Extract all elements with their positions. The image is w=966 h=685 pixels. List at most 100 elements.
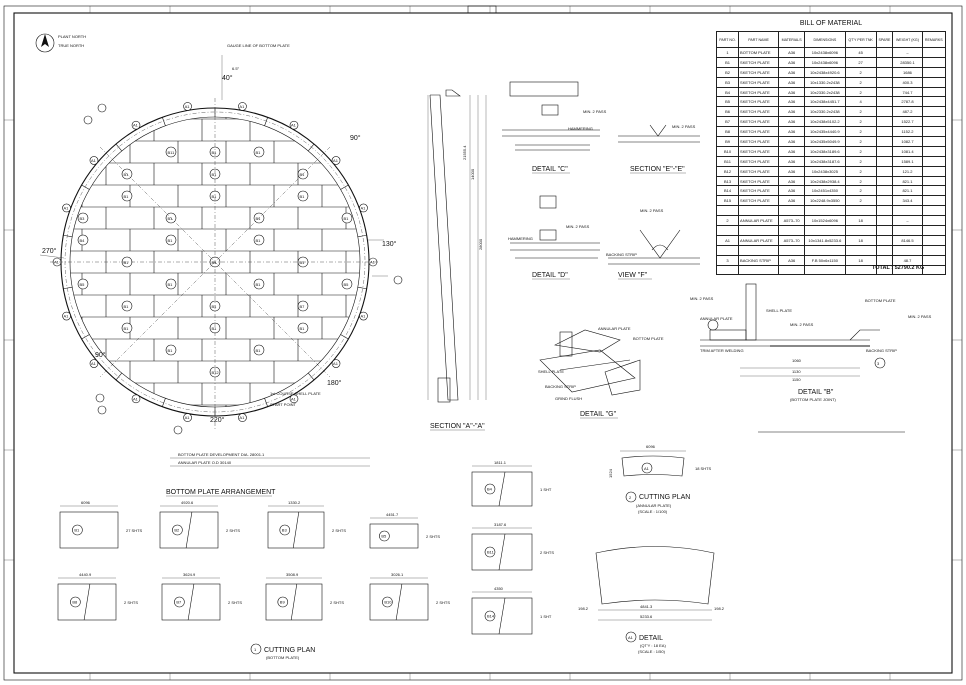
- svg-text:A1: A1: [360, 314, 366, 319]
- bom-cell: [804, 225, 846, 236]
- bom-cell: 1686: [892, 66, 923, 78]
- detail-g-shell: SHELL PLATE: [538, 369, 564, 374]
- plate-label: B1: [165, 278, 177, 290]
- bom-cell: [921, 76, 947, 88]
- svg-text:A1: A1: [333, 361, 339, 366]
- bom-cell: B3: [715, 76, 740, 88]
- svg-text:A1: A1: [239, 104, 245, 109]
- bom-cell: [875, 195, 894, 207]
- bom-cell: [875, 244, 894, 256]
- svg-text:B1: B1: [256, 150, 262, 155]
- bom-cell: 8146.5: [892, 234, 923, 246]
- bom-cell: 2: [844, 76, 877, 88]
- bom-cell: [844, 264, 877, 276]
- bom-cell: BACKING STRIP: [738, 254, 780, 266]
- start-point-label: START POINT: [270, 402, 297, 407]
- bom-cell: B14: [715, 185, 740, 197]
- a1-side-dim-right: 198.2: [714, 606, 725, 611]
- bom-total: TOTAL : 52790.2 KG: [872, 265, 925, 271]
- bom-cell: [921, 116, 947, 128]
- bom-cell: ANNULAR PLATE: [738, 234, 780, 246]
- bom-cell: B10: [715, 145, 740, 157]
- svg-text:B1: B1: [256, 282, 262, 287]
- bom-cell: [875, 126, 894, 138]
- detail-b-min-pass-1: MIN. 2 PASS: [690, 296, 714, 301]
- angle-310: 270°: [42, 247, 57, 255]
- bom-cell: SKETCH PLATE: [738, 185, 780, 197]
- bom-cell: [921, 155, 947, 167]
- svg-text:B3: B3: [282, 528, 288, 533]
- bom-cell: 27: [844, 56, 877, 68]
- bom-cell: 1152.2: [892, 126, 923, 138]
- svg-text:A1: A1: [370, 260, 376, 265]
- zone-marks: [4, 6, 962, 680]
- bom-cell: 1082.7: [892, 136, 923, 147]
- svg-text:B1: B1: [168, 282, 174, 287]
- svg-text:1: 1: [254, 647, 257, 652]
- bom-cell: 10x2451x4350: [804, 185, 846, 197]
- bom-cell: B7: [715, 116, 740, 128]
- bom-header-cell: REMARKS: [921, 31, 947, 48]
- angle-180: 180°: [327, 379, 342, 387]
- bom-cell: [921, 205, 947, 217]
- svg-text:A1: A1: [185, 104, 191, 109]
- annular-od: ANNULAR PLATE O.D 30140: [178, 460, 232, 465]
- bom-cell: [921, 244, 947, 256]
- plate-label: B4: [77, 234, 89, 246]
- bom-cell: [921, 145, 947, 157]
- svg-text:B7: B7: [300, 304, 306, 309]
- svg-text:B1: B1: [124, 326, 130, 331]
- detail-b-min-pass-2: MIN. 2 PASS: [790, 322, 814, 327]
- bom-cell: 400.3: [892, 76, 923, 88]
- bom-cell: [778, 264, 806, 276]
- svg-text:A1: A1: [91, 361, 97, 366]
- bom-cell: A36: [778, 47, 806, 58]
- bom-cell: 10x2438x3187.6: [804, 155, 846, 167]
- bom-cell: 10x2438x4451.7: [804, 96, 846, 108]
- svg-text:A1: A1: [133, 123, 139, 128]
- shell-course-label: 1st COURSE SHELL PLATE: [270, 391, 321, 396]
- bom-cell: [875, 76, 894, 88]
- bom-cell: [804, 244, 846, 256]
- bom-cell: 28350.1: [892, 56, 923, 68]
- svg-text:B1: B1: [300, 260, 306, 265]
- bom-cell: B11: [715, 155, 740, 167]
- bom-cell: 10x2438x5102.2: [804, 116, 846, 128]
- svg-text:B1: B1: [74, 528, 80, 533]
- svg-text:B1: B1: [256, 238, 262, 243]
- bom-cell: [715, 264, 740, 276]
- bom-cell: 744.7: [892, 86, 923, 98]
- bom-cell: [875, 145, 894, 157]
- north-arrow: PLANT NORTH TRUE NORTH: [35, 33, 86, 53]
- svg-text:A1: A1: [360, 205, 366, 210]
- bom-cell: SKETCH PLATE: [738, 86, 780, 98]
- svg-text:B11: B11: [168, 150, 176, 155]
- development-dia: BOTTOM PLATE DEVELOPMENT DIA. 28001.1: [178, 452, 265, 457]
- bom-cell: SKETCH PLATE: [738, 116, 780, 128]
- svg-text:B5: B5: [381, 534, 387, 539]
- svg-text:B1: B1: [124, 304, 130, 309]
- detail-g-bottom: BOTTOM PLATE: [633, 336, 664, 341]
- bom-header-cell: SPARE: [875, 31, 894, 48]
- bom-cell: A36: [778, 86, 806, 98]
- cutting-piece-qty: 2 SHTS: [226, 528, 240, 533]
- cutting-piece-dim: 1330.2: [288, 500, 301, 505]
- svg-text:B14: B14: [487, 614, 495, 619]
- svg-text:B1: B1: [168, 238, 174, 243]
- svg-text:B11: B11: [487, 550, 495, 555]
- bom-cell: B2: [715, 66, 740, 78]
- detail-b-trim: TRIM AFTER WELDING: [700, 348, 744, 353]
- angle-130: 130°: [382, 240, 397, 248]
- bom-cell: B8: [715, 126, 740, 138]
- bom-cell: F.B 50x6x1150: [804, 254, 846, 266]
- bom-cell: 18: [844, 234, 877, 246]
